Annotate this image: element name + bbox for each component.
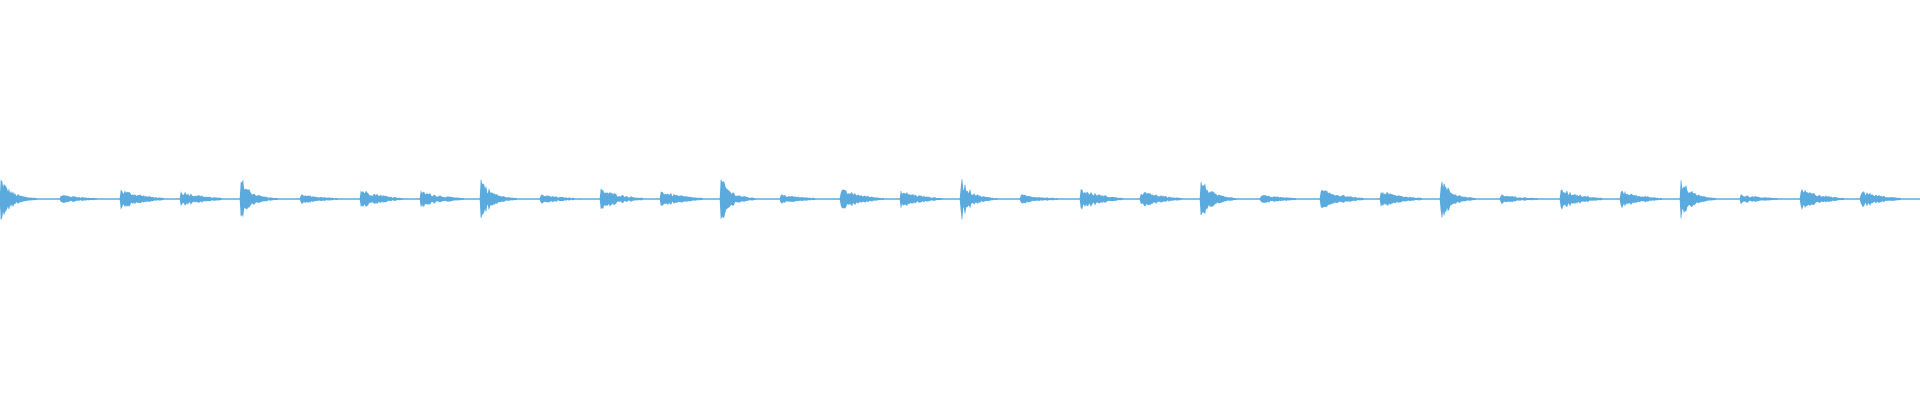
waveform-trace [0, 178, 1920, 220]
